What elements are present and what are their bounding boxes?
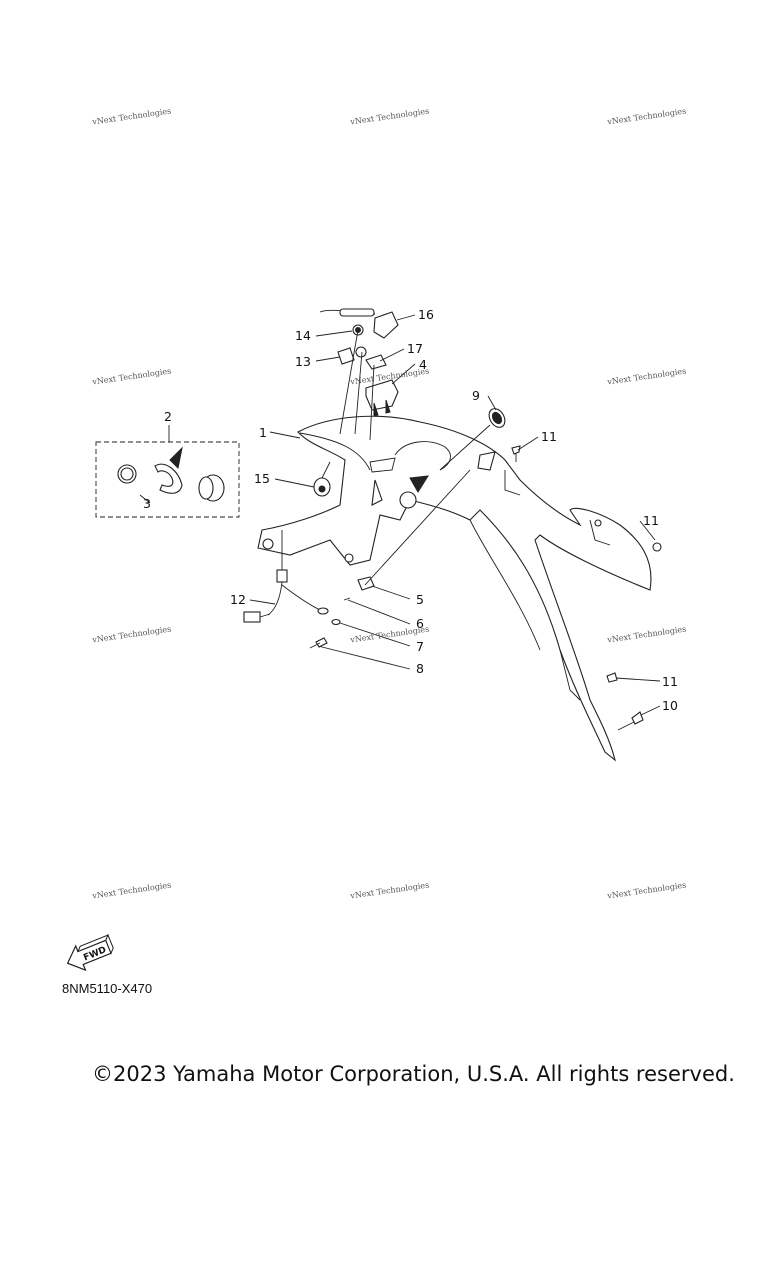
callout-15: 15 <box>254 471 270 486</box>
copyright-notice: ©2023 Yamaha Motor Corporation, U.S.A. A… <box>92 1062 735 1086</box>
leader-lines <box>249 314 661 716</box>
rear-fender-body <box>257 415 652 762</box>
callout-1: 1 <box>259 425 267 440</box>
callout-9: 9 <box>472 388 480 403</box>
callout-13: 13 <box>295 354 311 369</box>
callout-11b: 11 <box>643 513 659 528</box>
callout-2: 2 <box>164 409 172 424</box>
callout-labels: 1 2 3 4 5 6 7 8 9 10 11 11 11 12 13 14 1… <box>143 307 678 713</box>
harness-parts <box>243 461 331 623</box>
callout-11a: 11 <box>541 429 557 444</box>
right-fasteners <box>439 408 662 731</box>
callout-7: 7 <box>416 639 424 654</box>
callout-8: 8 <box>416 661 424 676</box>
callout-12: 12 <box>230 592 246 607</box>
diagram-part-code: 8NM5110-X470 <box>62 981 153 996</box>
callout-6: 6 <box>416 616 424 631</box>
callout-16: 16 <box>418 307 434 322</box>
callout-14: 14 <box>295 328 311 343</box>
callout-3: 3 <box>143 496 151 511</box>
callout-10: 10 <box>662 698 678 713</box>
fwd-arrow-icon: FWD <box>66 933 114 972</box>
callout-17: 17 <box>407 341 423 356</box>
callout-5: 5 <box>416 592 424 607</box>
callout-11c: 11 <box>662 674 678 689</box>
callout-4: 4 <box>419 357 427 372</box>
inset-box <box>95 425 240 518</box>
bolt-stack <box>309 469 471 649</box>
top-hardware <box>319 308 399 441</box>
